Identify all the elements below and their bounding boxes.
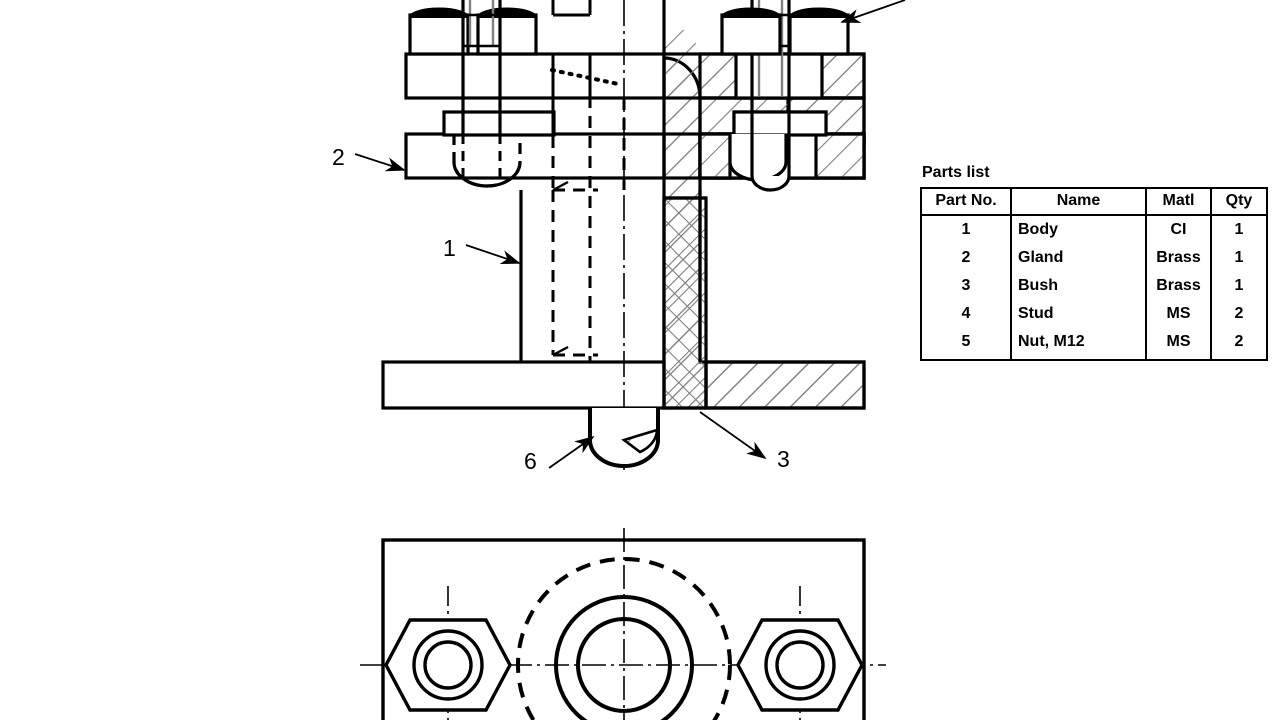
cell-name: Body xyxy=(1010,215,1147,244)
cell-part-no: 3 xyxy=(920,272,1012,300)
table-row: 4 Stud MS 2 xyxy=(920,300,1268,328)
cell-qty: 1 xyxy=(1210,244,1268,272)
item-label-1: 1 xyxy=(443,235,456,261)
gland-flange-right xyxy=(662,110,866,182)
packing-plate-right xyxy=(662,52,866,100)
cell-part-no: 2 xyxy=(920,244,1012,272)
column-header-name: Name xyxy=(1010,187,1147,216)
stud-left xyxy=(461,0,502,178)
section-leader-dotted xyxy=(550,68,620,86)
cell-matl: MS xyxy=(1145,328,1212,360)
cell-qty: 1 xyxy=(1210,272,1268,300)
nut-right-plan xyxy=(736,618,864,712)
cell-name: Stud xyxy=(1010,300,1147,328)
packing-plate-left xyxy=(404,52,666,100)
item-label-2: 2 xyxy=(332,144,345,170)
cell-matl: MS xyxy=(1145,300,1212,328)
table-row: 1 Body CI 1 xyxy=(920,215,1268,244)
column-header-qty: Qty xyxy=(1210,187,1268,216)
leader-lines xyxy=(354,0,906,469)
nut-left-plan xyxy=(384,618,512,712)
plan-view xyxy=(360,528,886,720)
body-base-flange-right xyxy=(698,190,866,410)
cell-qty: 1 xyxy=(1210,215,1268,244)
cell-qty: 2 xyxy=(1210,300,1268,328)
cell-name: Gland xyxy=(1010,244,1147,272)
cell-matl: Brass xyxy=(1145,244,1212,272)
body-base-flange-left xyxy=(381,360,666,410)
item-label-3: 3 xyxy=(777,446,790,472)
sectional-front-view xyxy=(354,0,906,470)
cell-part-no: 1 xyxy=(920,215,1012,244)
column-header-part-no: Part No. xyxy=(920,187,1012,216)
cell-part-no: 4 xyxy=(920,300,1012,328)
spindle-bottom-end xyxy=(588,408,660,468)
nut-left xyxy=(408,7,538,56)
nut-right xyxy=(720,7,850,56)
cell-part-no: 5 xyxy=(920,328,1012,360)
bore-hidden-lines-left xyxy=(551,96,626,362)
cell-matl: Brass xyxy=(1145,272,1212,300)
table-row: 5 Nut, M12 MS 2 xyxy=(920,328,1268,360)
cell-name: Nut, M12 xyxy=(1010,328,1147,360)
parts-table-header-row: Part No. Name Matl Qty xyxy=(920,187,1268,216)
cell-qty: 2 xyxy=(1210,328,1268,360)
table-row: 2 Gland Brass 1 xyxy=(920,244,1268,272)
item-label-6: 6 xyxy=(524,448,537,474)
parts-list: Parts list Part No. Name Matl Qty 1 Body… xyxy=(920,163,1268,361)
cell-name: Bush xyxy=(1010,272,1147,300)
table-row: 3 Bush Brass 1 xyxy=(920,272,1268,300)
gland-counterbore-hidden xyxy=(452,134,522,188)
column-header-matl: Matl xyxy=(1145,187,1212,216)
parts-list-title: Parts list xyxy=(922,164,990,181)
cell-matl: CI xyxy=(1145,215,1212,244)
parts-list-table: Part No. Name Matl Qty 1 Body CI 1 2 Gla… xyxy=(920,187,1268,361)
